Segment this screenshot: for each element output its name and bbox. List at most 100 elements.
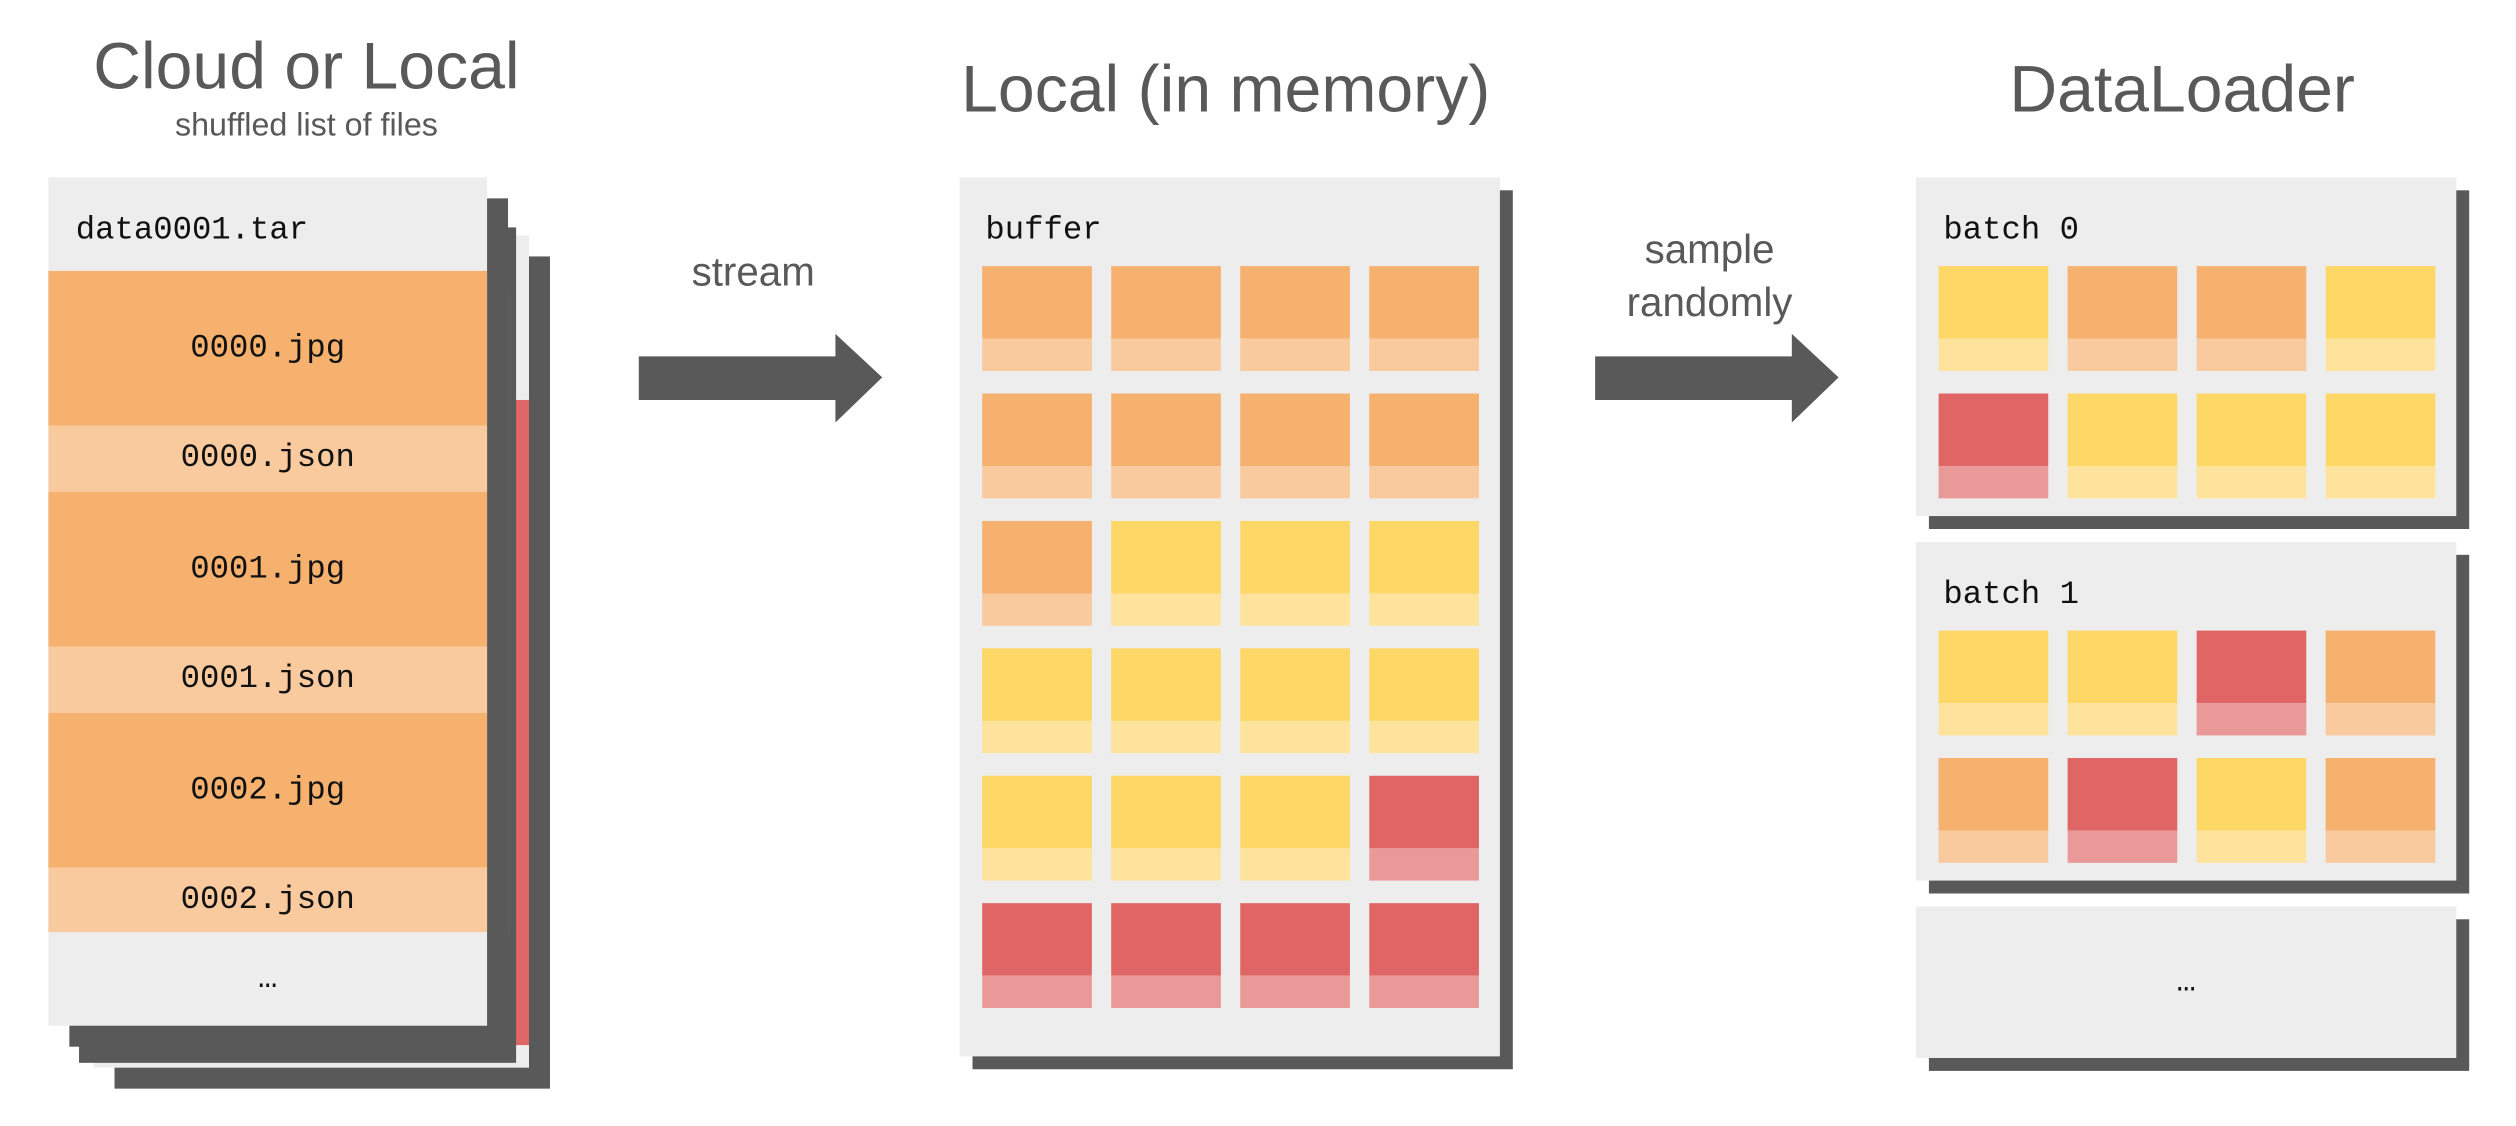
- file-row-json: 0001.json: [48, 646, 488, 713]
- sample-tile-yellow: [1240, 775, 1350, 881]
- sample-tile-yellow: [2196, 393, 2307, 499]
- source-title: Cloud or Local: [93, 29, 520, 104]
- sample-tile-red: [1240, 903, 1350, 1008]
- batch-card-more: …: [1916, 906, 2457, 1058]
- json-block: [2325, 703, 2436, 736]
- sample-tile-red: [2067, 758, 2178, 863]
- dataloader-title: DataLoader: [2009, 51, 2355, 126]
- image-block: [982, 520, 1092, 594]
- json-block: [1938, 703, 2049, 736]
- json-block: [982, 593, 1092, 626]
- sample-tile-orange: [1938, 758, 2049, 863]
- image-block: [2196, 393, 2307, 467]
- sample-tile-yellow: [2325, 393, 2436, 499]
- source-subtitle: shuffled list of files: [174, 108, 438, 144]
- image-block: [1240, 393, 1350, 467]
- sample-tile-red: [1111, 903, 1221, 1008]
- image-block: [2325, 758, 2436, 831]
- image-block: [982, 393, 1092, 467]
- sample-tile-orange: [982, 393, 1092, 499]
- json-block: [1111, 720, 1221, 754]
- image-block: [1369, 775, 1479, 849]
- image-block: [1240, 648, 1350, 721]
- sample-tile-yellow: [1240, 520, 1350, 626]
- memory-title: Local (in memory): [961, 51, 1491, 126]
- tar-name: data0001.tar: [75, 212, 309, 250]
- buffer-label: buffer: [985, 212, 1102, 250]
- sample-tile-yellow: [2325, 266, 2436, 371]
- image-block: [1369, 903, 1479, 976]
- json-block: [1111, 466, 1221, 499]
- json-block: [982, 975, 1092, 1008]
- image-block: [2067, 630, 2178, 704]
- json-block: [1369, 720, 1479, 754]
- files-ellipsis: …: [258, 960, 278, 998]
- image-block: [1938, 630, 2049, 704]
- file-row-json: 0000.json: [48, 425, 488, 492]
- file-row-json: 0002.json: [48, 867, 488, 933]
- sample-tile-red: [1369, 903, 1479, 1008]
- json-block: [1111, 975, 1221, 1008]
- stream-arrow-icon: [638, 333, 883, 423]
- json-block: [982, 848, 1092, 881]
- image-block: [2196, 266, 2307, 339]
- json-block: [1111, 848, 1221, 881]
- sample-tile-yellow: [1111, 775, 1221, 881]
- sample-tile-yellow: [1240, 648, 1350, 754]
- batch-label: batch 1: [1943, 577, 2079, 615]
- sample-tile-orange: [982, 266, 1092, 371]
- json-block: [1938, 830, 2049, 863]
- json-block: [1240, 338, 1350, 371]
- image-block: [1111, 903, 1221, 976]
- json-block: [2325, 466, 2436, 499]
- file-row-image: 0001.jpg: [48, 491, 488, 647]
- image-block: [1938, 266, 2049, 339]
- sample-tile-yellow: [2196, 758, 2307, 863]
- image-block: [982, 648, 1092, 721]
- json-block: [1240, 466, 1350, 499]
- json-block: [1240, 593, 1350, 626]
- json-block: [982, 466, 1092, 499]
- sample-tile-orange: [2325, 758, 2436, 863]
- sample-tile-yellow: [2067, 393, 2178, 499]
- json-block: [2067, 466, 2178, 499]
- sample-tile-yellow: [1111, 520, 1221, 626]
- image-block: [1240, 775, 1350, 849]
- sample-tile-yellow: [982, 648, 1092, 754]
- sample-tile-yellow: [1938, 266, 2049, 371]
- batch-card-0: batch 0: [1916, 177, 2457, 517]
- sample-tile-red: [1369, 775, 1479, 881]
- image-block: [2067, 266, 2178, 339]
- image-block: [1240, 903, 1350, 976]
- sample-tile-yellow: [1369, 648, 1479, 754]
- sample-tile-orange: [2325, 630, 2436, 736]
- image-block: [1369, 648, 1479, 721]
- image-block: [1240, 266, 1350, 339]
- sample-tile-yellow: [1369, 520, 1479, 626]
- image-block: [2325, 393, 2436, 467]
- image-block: [1240, 520, 1350, 594]
- batch-card-1: batch 1: [1916, 541, 2457, 881]
- batches-ellipsis: …: [2176, 963, 2196, 1001]
- image-block: [982, 266, 1092, 339]
- json-block: [2067, 830, 2178, 863]
- image-block: [1111, 775, 1221, 849]
- sample-tile-orange: [1240, 393, 1350, 499]
- json-block: [2325, 338, 2436, 371]
- sample-tile-orange: [2067, 266, 2178, 371]
- image-block: [2325, 630, 2436, 704]
- stream-label: stream: [691, 249, 815, 296]
- image-block: [982, 903, 1092, 976]
- json-block: [2196, 703, 2307, 736]
- image-block: [1111, 648, 1221, 721]
- json-block: [1111, 593, 1221, 626]
- image-block: [1369, 266, 1479, 339]
- image-block: [1111, 393, 1221, 467]
- sample-tile-red: [1938, 393, 2049, 499]
- json-block: [1938, 466, 2049, 499]
- sample-tile-red: [982, 903, 1092, 1008]
- json-block: [1369, 975, 1479, 1008]
- file-row-image: 0000.jpg: [48, 270, 488, 426]
- image-block: [1111, 520, 1221, 594]
- image-block: [2067, 393, 2178, 467]
